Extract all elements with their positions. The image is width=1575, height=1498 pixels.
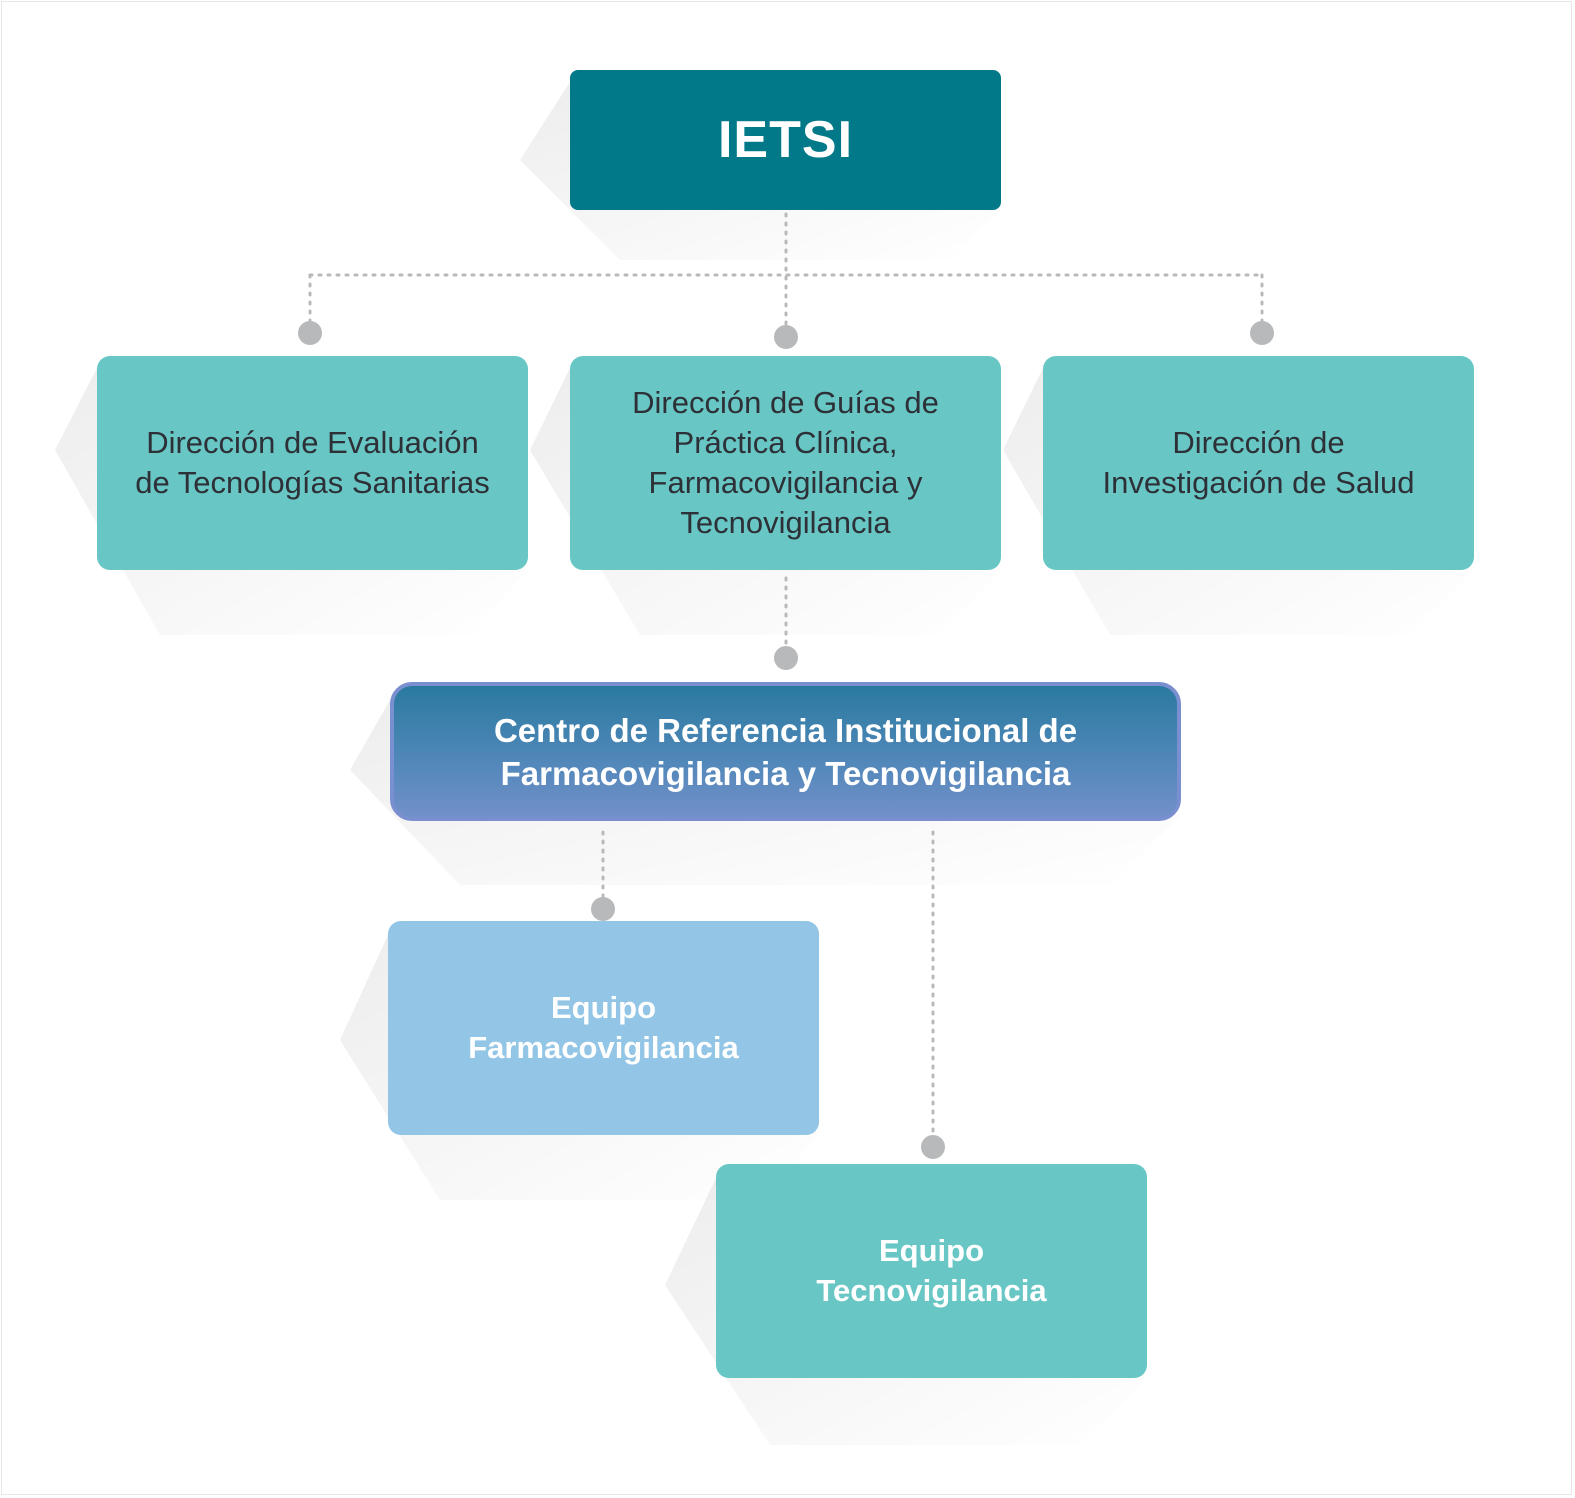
- center-label: Centro de Referencia Institucional de Fa…: [493, 711, 1078, 792]
- connector-dot: [298, 321, 322, 345]
- connector-dot: [774, 325, 798, 349]
- connector-dot: [591, 897, 615, 921]
- team-farmacovigilancia: Equipo Farmacovigilancia: [388, 921, 819, 1135]
- directorate-label: Dirección de Investigación de Salud: [1102, 425, 1415, 500]
- directorate-investigacion-salud: Dirección de Investigación de Salud: [1043, 356, 1474, 570]
- directorate-guias-practica-clinica: Dirección de Guías de Práctica Clínica, …: [570, 356, 1001, 570]
- root-node-ietsi: IETSI: [570, 70, 1001, 210]
- directorate-label: Dirección de Evaluación de Tecnologías S…: [135, 425, 490, 500]
- directorate-evaluacion-tecnologias: Dirección de Evaluación de Tecnologías S…: [97, 356, 528, 570]
- team-label: Equipo Farmacovigilancia: [468, 990, 739, 1065]
- directorate-label: Dirección de Guías de Práctica Clínica, …: [632, 385, 939, 540]
- center-referencia-institucional: Centro de Referencia Institucional de Fa…: [390, 682, 1181, 821]
- root-node-label: IETSI: [717, 111, 854, 169]
- connector-dot: [774, 646, 798, 670]
- connector-dot: [921, 1135, 945, 1159]
- team-tecnovigilancia: Equipo Tecnovigilancia: [716, 1164, 1147, 1378]
- connector-dot: [1250, 321, 1274, 345]
- team-label: Equipo Tecnovigilancia: [816, 1233, 1047, 1308]
